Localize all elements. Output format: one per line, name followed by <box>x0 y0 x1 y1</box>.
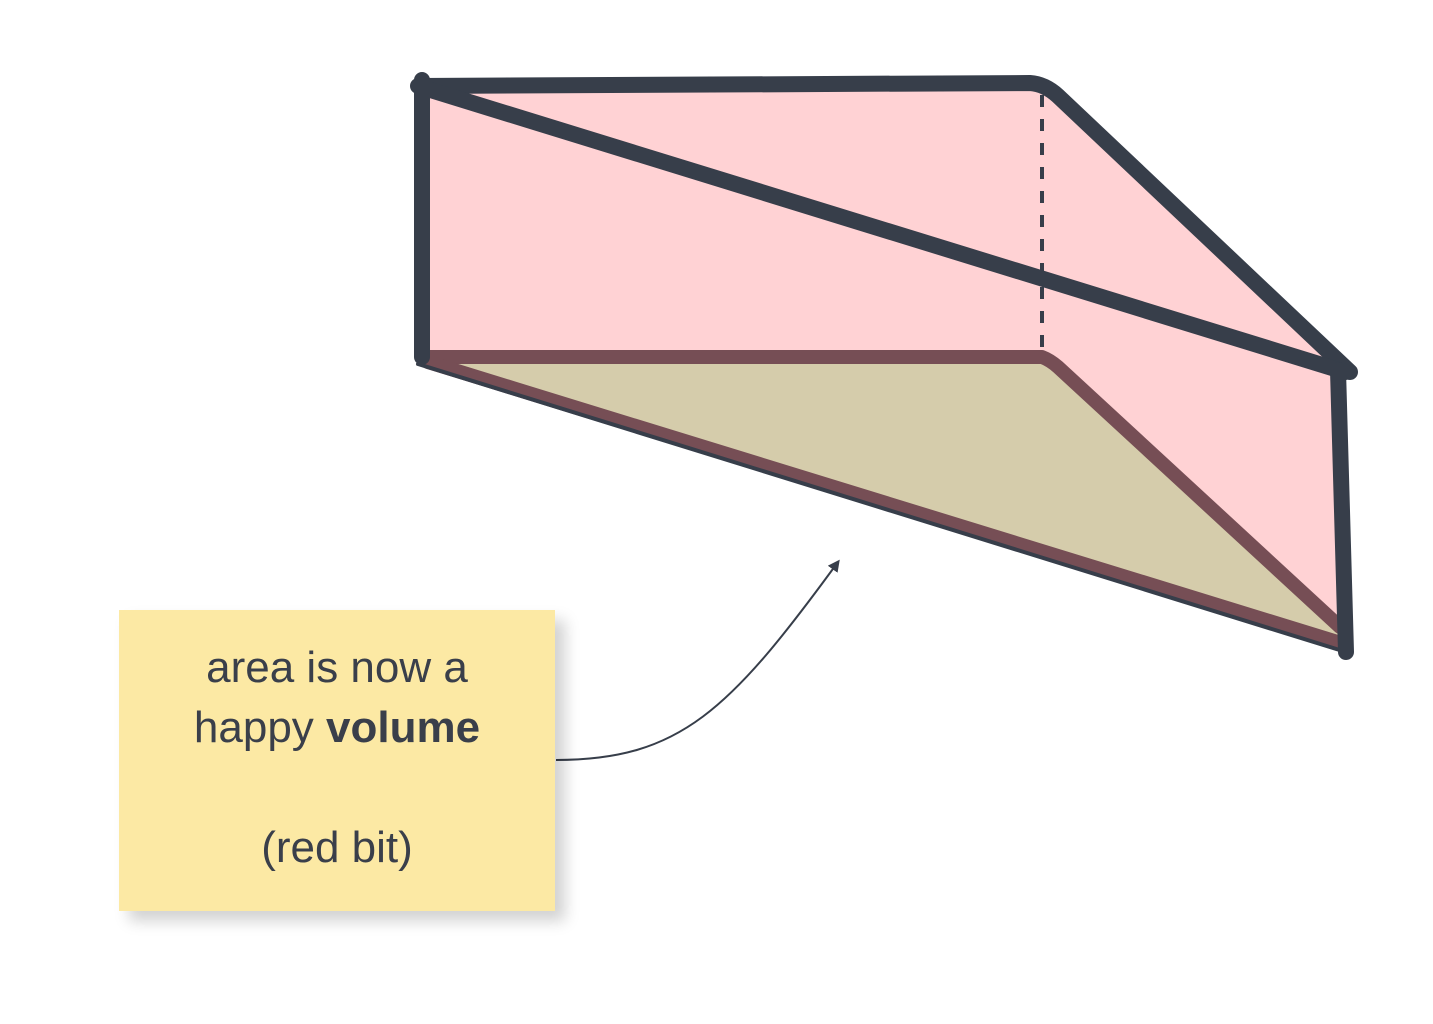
right-vertical-edge <box>1330 362 1354 660</box>
floor-back-edge <box>415 350 1347 634</box>
note-line-3: (red bit) <box>261 823 413 872</box>
note-line-1: area is now a <box>206 643 468 692</box>
floor-front-edge <box>421 355 1351 651</box>
top-diagonal-edge <box>416 80 1353 380</box>
connector-arrow <box>555 559 840 761</box>
note-line-2-bold: volume <box>326 703 481 752</box>
floor-front-shadow-edge <box>416 362 1348 654</box>
top-back-edge <box>410 75 1358 380</box>
note-line-2-regular: happy <box>193 703 327 752</box>
sticky-note[interactable]: area is now a happy volume (red bit) <box>119 610 555 911</box>
note-line-2: happy volume <box>119 698 555 758</box>
note-spacer <box>119 758 555 818</box>
